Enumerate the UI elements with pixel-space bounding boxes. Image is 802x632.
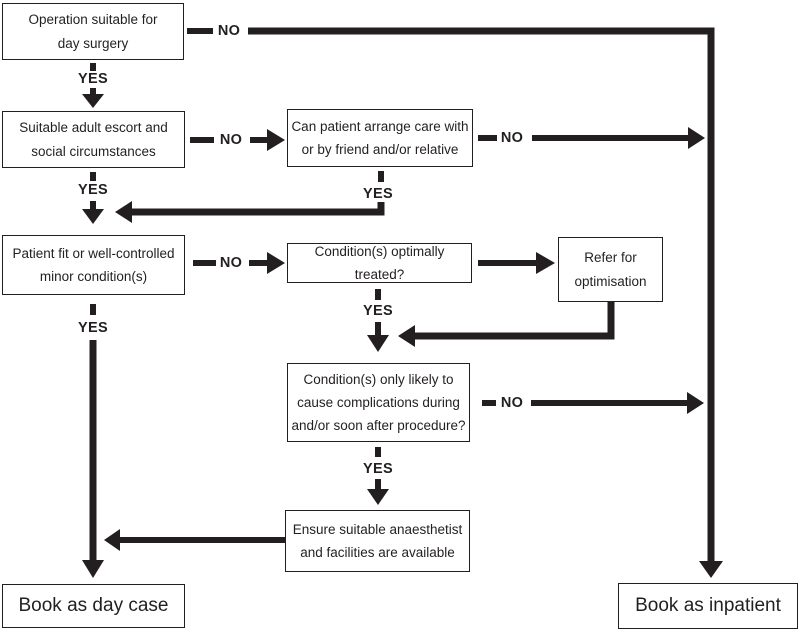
arrow-optimally-yes-down bbox=[367, 289, 389, 352]
label-yes-arrange-care: YES bbox=[363, 186, 393, 202]
arrow-ensure-left bbox=[104, 529, 285, 551]
node-arrange-care: Can patient arrange care with or by frie… bbox=[287, 109, 473, 167]
arrow-complications-no-right bbox=[482, 392, 704, 414]
label-yes-operation: YES bbox=[78, 71, 108, 87]
node-book-day-case: Book as day case bbox=[2, 584, 185, 628]
arrow-operation-yes-down bbox=[82, 63, 104, 108]
arrow-escort-no-right bbox=[190, 129, 285, 151]
arrow-operation-no-to-inpatient bbox=[187, 27, 723, 578]
arrow-arrange-care-no-right bbox=[478, 127, 705, 149]
label-no-escort: NO bbox=[219, 132, 243, 148]
arrow-refer-back-left bbox=[398, 302, 615, 347]
label-yes-complications: YES bbox=[363, 461, 393, 477]
arrow-arrange-care-yes-left bbox=[115, 171, 385, 223]
arrow-optimally-to-refer bbox=[478, 252, 555, 274]
node-refer-optimisation: Refer for optimisation bbox=[558, 237, 663, 302]
node-ensure-anaesthetist: Ensure suitable anaesthetist and facilit… bbox=[285, 510, 470, 572]
label-yes-patient-fit: YES bbox=[78, 320, 108, 336]
label-yes-optimally: YES bbox=[363, 303, 393, 319]
label-no-complications: NO bbox=[500, 395, 524, 411]
label-no-operation: NO bbox=[217, 23, 241, 39]
arrow-patient-fit-no-right bbox=[193, 252, 285, 274]
node-optimally-treated: Condition(s) optimally treated? bbox=[287, 243, 472, 283]
node-operation-suitable: Operation suitable for day surgery bbox=[2, 3, 184, 60]
label-no-patient-fit: NO bbox=[219, 255, 243, 271]
arrow-escort-yes-down bbox=[82, 172, 104, 224]
node-complications: Condition(s) only likely to cause compli… bbox=[287, 363, 470, 442]
node-suitable-escort: Suitable adult escort and social circums… bbox=[2, 111, 185, 168]
arrow-patient-fit-yes-down bbox=[82, 304, 104, 578]
label-no-arrange-care: NO bbox=[500, 130, 524, 146]
node-book-inpatient: Book as inpatient bbox=[618, 583, 798, 629]
arrow-complications-yes-down bbox=[367, 447, 389, 505]
label-yes-escort: YES bbox=[78, 182, 108, 198]
node-patient-fit: Patient fit or well-controlled minor con… bbox=[2, 235, 185, 295]
